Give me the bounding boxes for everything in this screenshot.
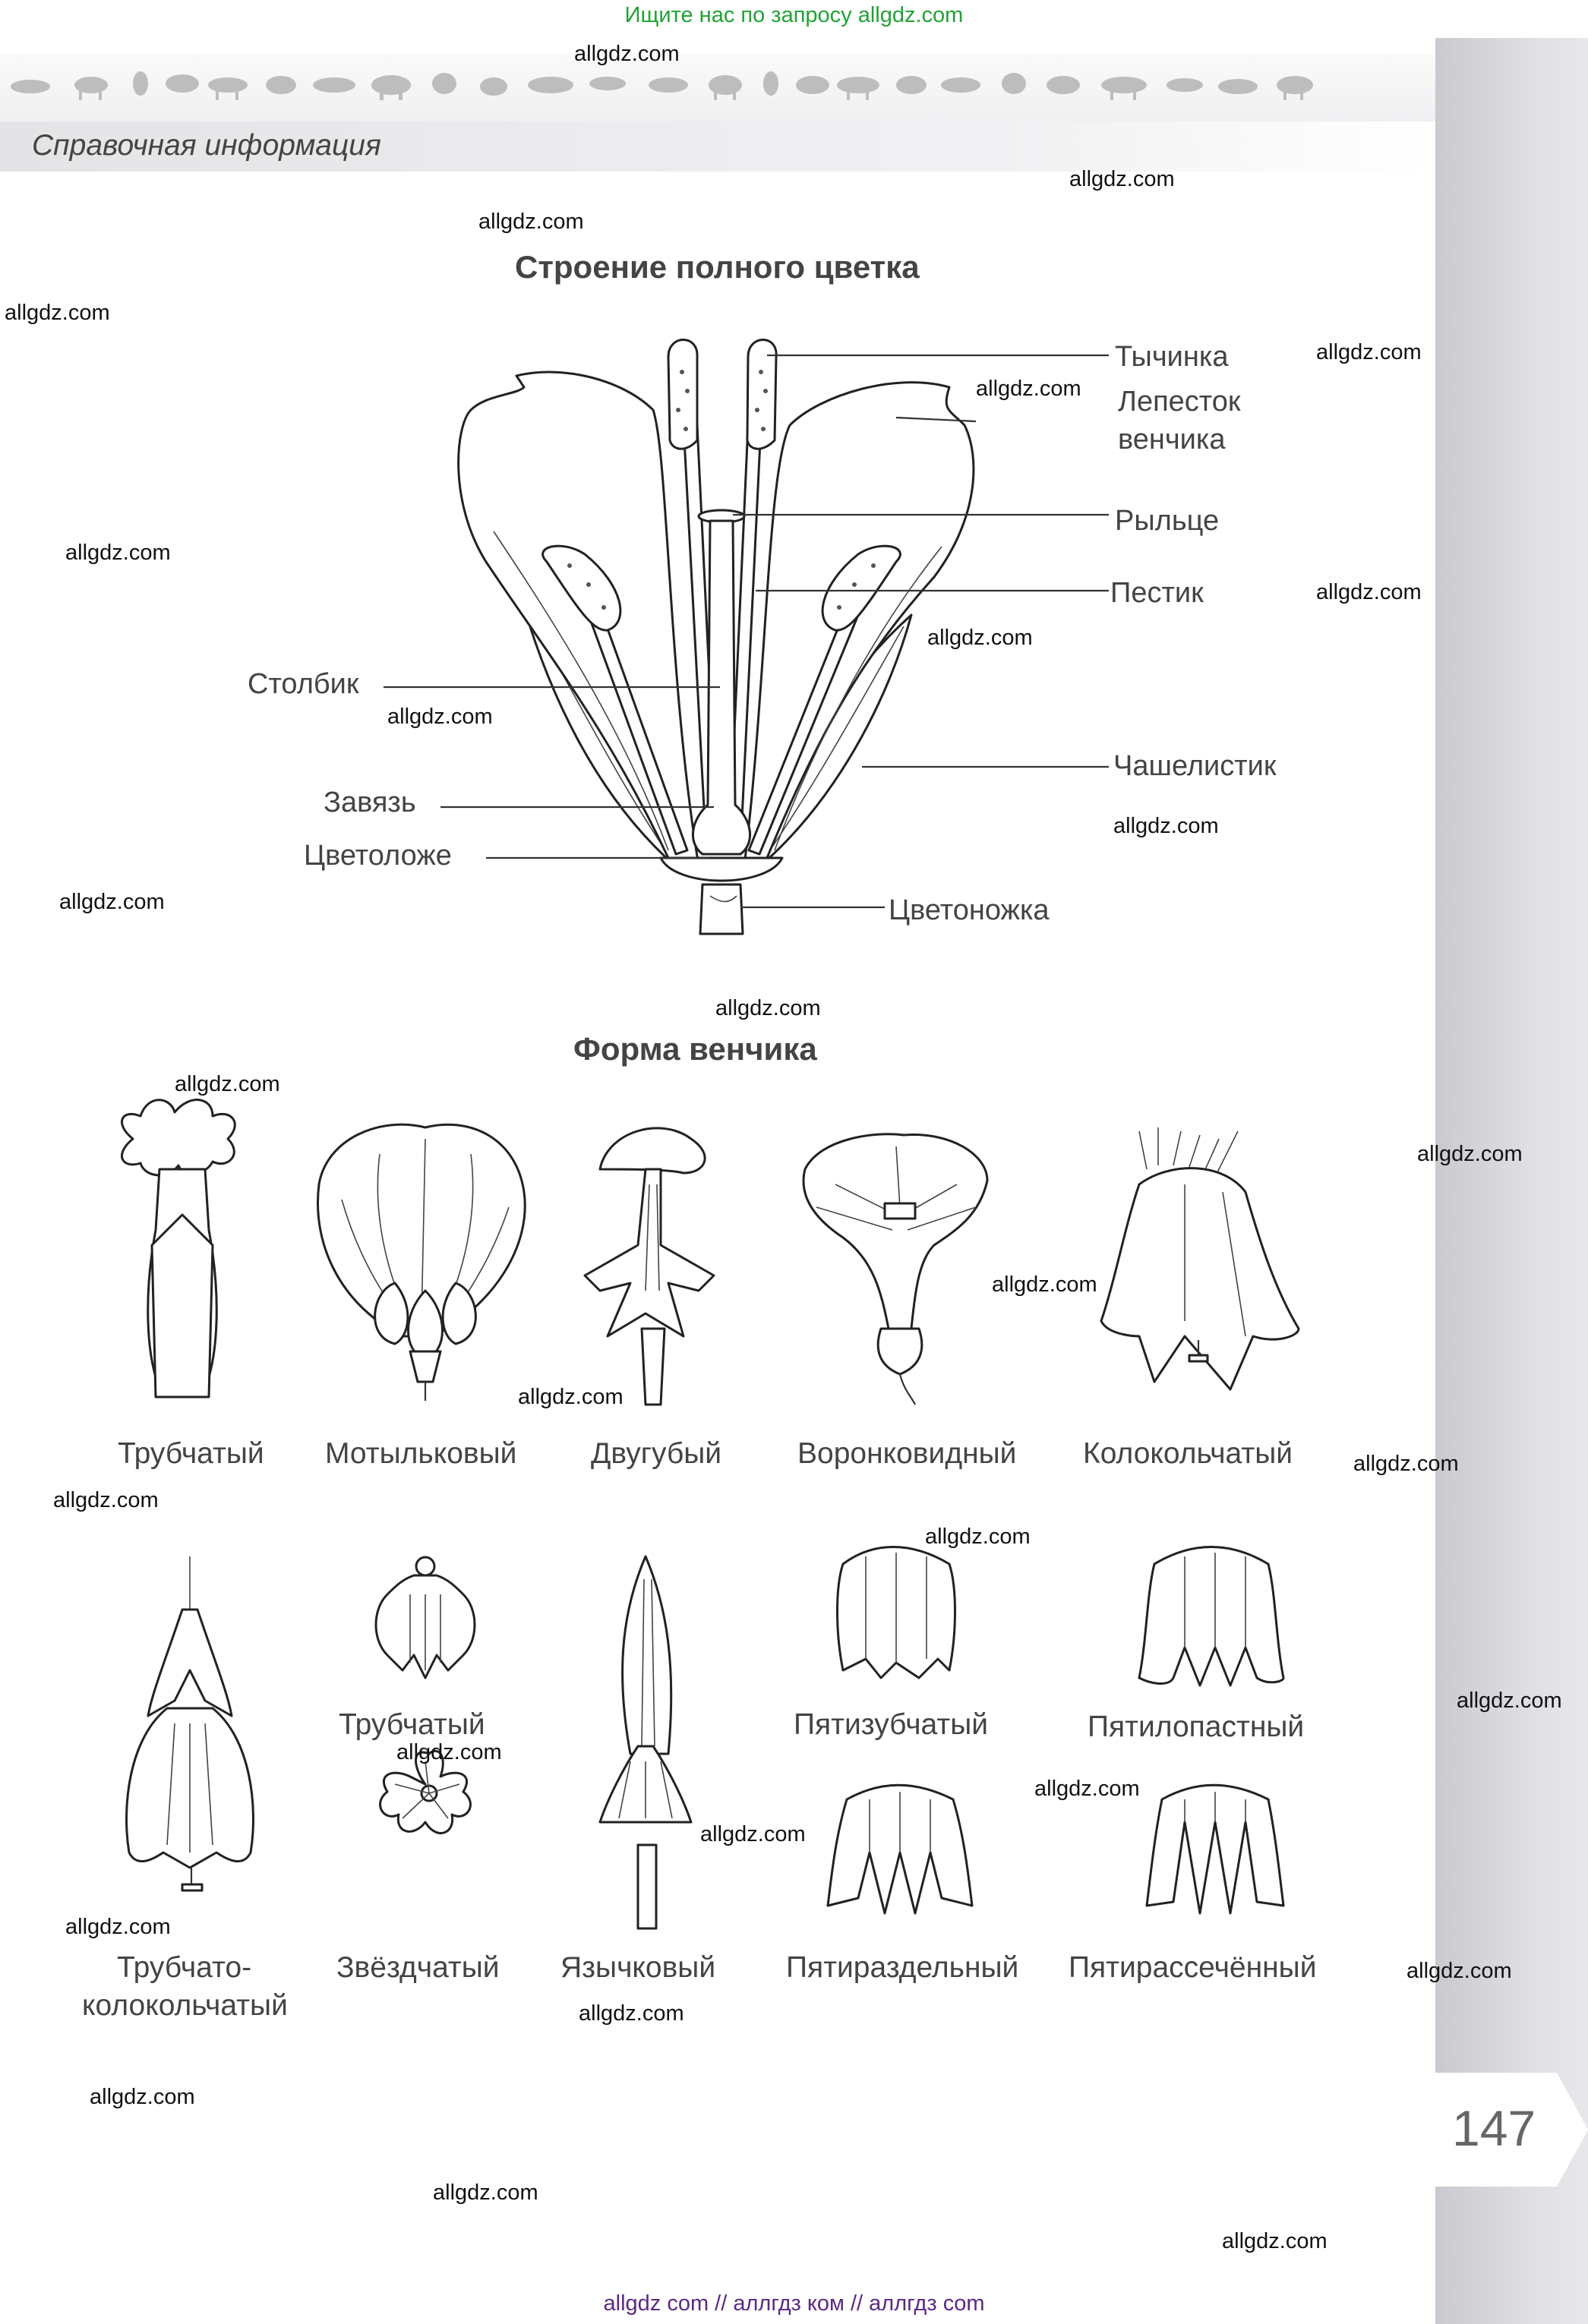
caption-stellate: Звёздчатый (336, 1951, 500, 1984)
watermark: allgdz.com (1417, 1142, 1523, 1166)
label-style: Столбик (248, 668, 359, 700)
watermark: allgdz.com (53, 1488, 159, 1512)
watermark: allgdz.com (579, 2001, 684, 2026)
corolla-tubular-drawing (121, 1099, 236, 1398)
label-pistil: Пестик (1110, 577, 1204, 609)
corolla-funnel-drawing (802, 1133, 989, 1405)
caption-small-tubular: Трубчатый (339, 1708, 485, 1741)
watermark: allgdz.com (65, 1915, 171, 1939)
label-stamen: Тычинка (1115, 341, 1229, 373)
corolla-tubular-bell-drawing (125, 1556, 254, 1892)
animal-silhouettes-decoration (11, 71, 1313, 100)
corolla-two-lipped-drawing (583, 1127, 715, 1406)
watermark: allgdz.com (1113, 814, 1219, 838)
caption-funnel: Воронковидный (797, 1437, 1017, 1470)
watermark: allgdz.com (1222, 2229, 1328, 2253)
watermark: allgdz.com (1034, 1777, 1140, 1801)
watermark: allgdz.com (478, 210, 584, 234)
caption-ligulate: Язычковый (560, 1951, 716, 1984)
corolla-five-parted-drawing (826, 1783, 974, 1915)
watermark: allgdz.com (433, 2181, 538, 2205)
watermark: allgdz.com (1353, 1452, 1459, 1476)
watermark: allgdz.com (387, 705, 493, 729)
watermark: allgdz.com (59, 890, 165, 914)
watermark: allgdz.com (925, 1525, 1031, 1549)
page-edge (1435, 38, 1588, 2324)
corolla-small-tubular-drawing (374, 1556, 476, 1679)
watermark: allgdz.com (5, 301, 110, 325)
caption-tubular-bell-line2: колокольчатый (82, 1989, 288, 2022)
watermark: allgdz.com (1406, 1959, 1512, 1983)
label-stigma: Рыльце (1115, 505, 1220, 537)
watermark: allgdz.com (90, 2085, 195, 2109)
watermark: allgdz.com (700, 1822, 806, 1846)
caption-five-parted: Пятираздельный (786, 1951, 1019, 1984)
corolla-five-lobed-drawing (1138, 1546, 1285, 1687)
corolla-bell-drawing (1100, 1127, 1300, 1391)
section-title: Справочная информация (32, 129, 381, 162)
flower-structure-diagram (384, 339, 1109, 935)
label-receptacle: Цветоложе (304, 840, 452, 872)
watermark: allgdz.com (715, 996, 821, 1020)
label-ovary: Завязь (324, 787, 416, 818)
corolla-five-toothed-drawing (836, 1546, 956, 1679)
caption-five-lobed: Пятилопастный (1088, 1711, 1305, 1743)
watermark: allgdz.com (992, 1272, 1097, 1297)
watermark: allgdz.com (518, 1385, 624, 1409)
caption-papilionaceous: Мотыльковый (325, 1437, 517, 1470)
label-pedicel: Цветоножка (889, 894, 1050, 926)
page-number-tab (1435, 2073, 1588, 2187)
label-petal-line2: венчика (1118, 424, 1226, 456)
watermark: allgdz.com (976, 377, 1081, 401)
corolla-ligulate-drawing (598, 1555, 693, 1930)
corolla-forms-illustrations (121, 1099, 1300, 1930)
corolla-stellate-drawing (379, 1749, 472, 1834)
caption-five-toothed: Пятизубчатый (794, 1708, 989, 1741)
caption-two-lipped: Двугубый (591, 1437, 722, 1470)
flower-structure-title: Строение полного цветка (515, 249, 920, 285)
search-hint-link[interactable]: Ищите нас по запросу allgdz.com (624, 3, 964, 27)
caption-bell: Колокольчатый (1083, 1437, 1293, 1470)
watermark: allgdz.com (1069, 167, 1175, 191)
label-sepal: Чашелистик (1113, 750, 1277, 782)
page-number: 147 (1452, 2100, 1536, 2156)
corolla-forms-title: Форма венчика (573, 1031, 817, 1067)
watermark: allgdz.com (1316, 580, 1422, 604)
caption-five-cleft: Пятирассечённый (1069, 1951, 1317, 1984)
watermark: allgdz.com (574, 42, 680, 66)
caption-tubular: Трубчатый (118, 1437, 264, 1470)
watermark: allgdz.com (175, 1072, 280, 1096)
caption-tubular-bell-line1: Трубчато- (117, 1951, 252, 1984)
watermark: allgdz.com (396, 1740, 502, 1764)
corolla-papilionaceous-drawing (317, 1123, 526, 1401)
section-header: Справочная информация (0, 121, 1435, 172)
watermark: allgdz.com (1316, 340, 1422, 364)
watermark: allgdz.com (927, 626, 1033, 650)
watermark: allgdz.com (65, 541, 171, 565)
watermark: allgdz.com (1457, 1689, 1562, 1713)
corolla-five-cleft-drawing (1145, 1783, 1285, 1915)
footer-links[interactable]: allgdz com // аллгдз ком // аллгдз com (603, 2291, 985, 2316)
label-petal-line1: Лепесток (1118, 386, 1241, 418)
